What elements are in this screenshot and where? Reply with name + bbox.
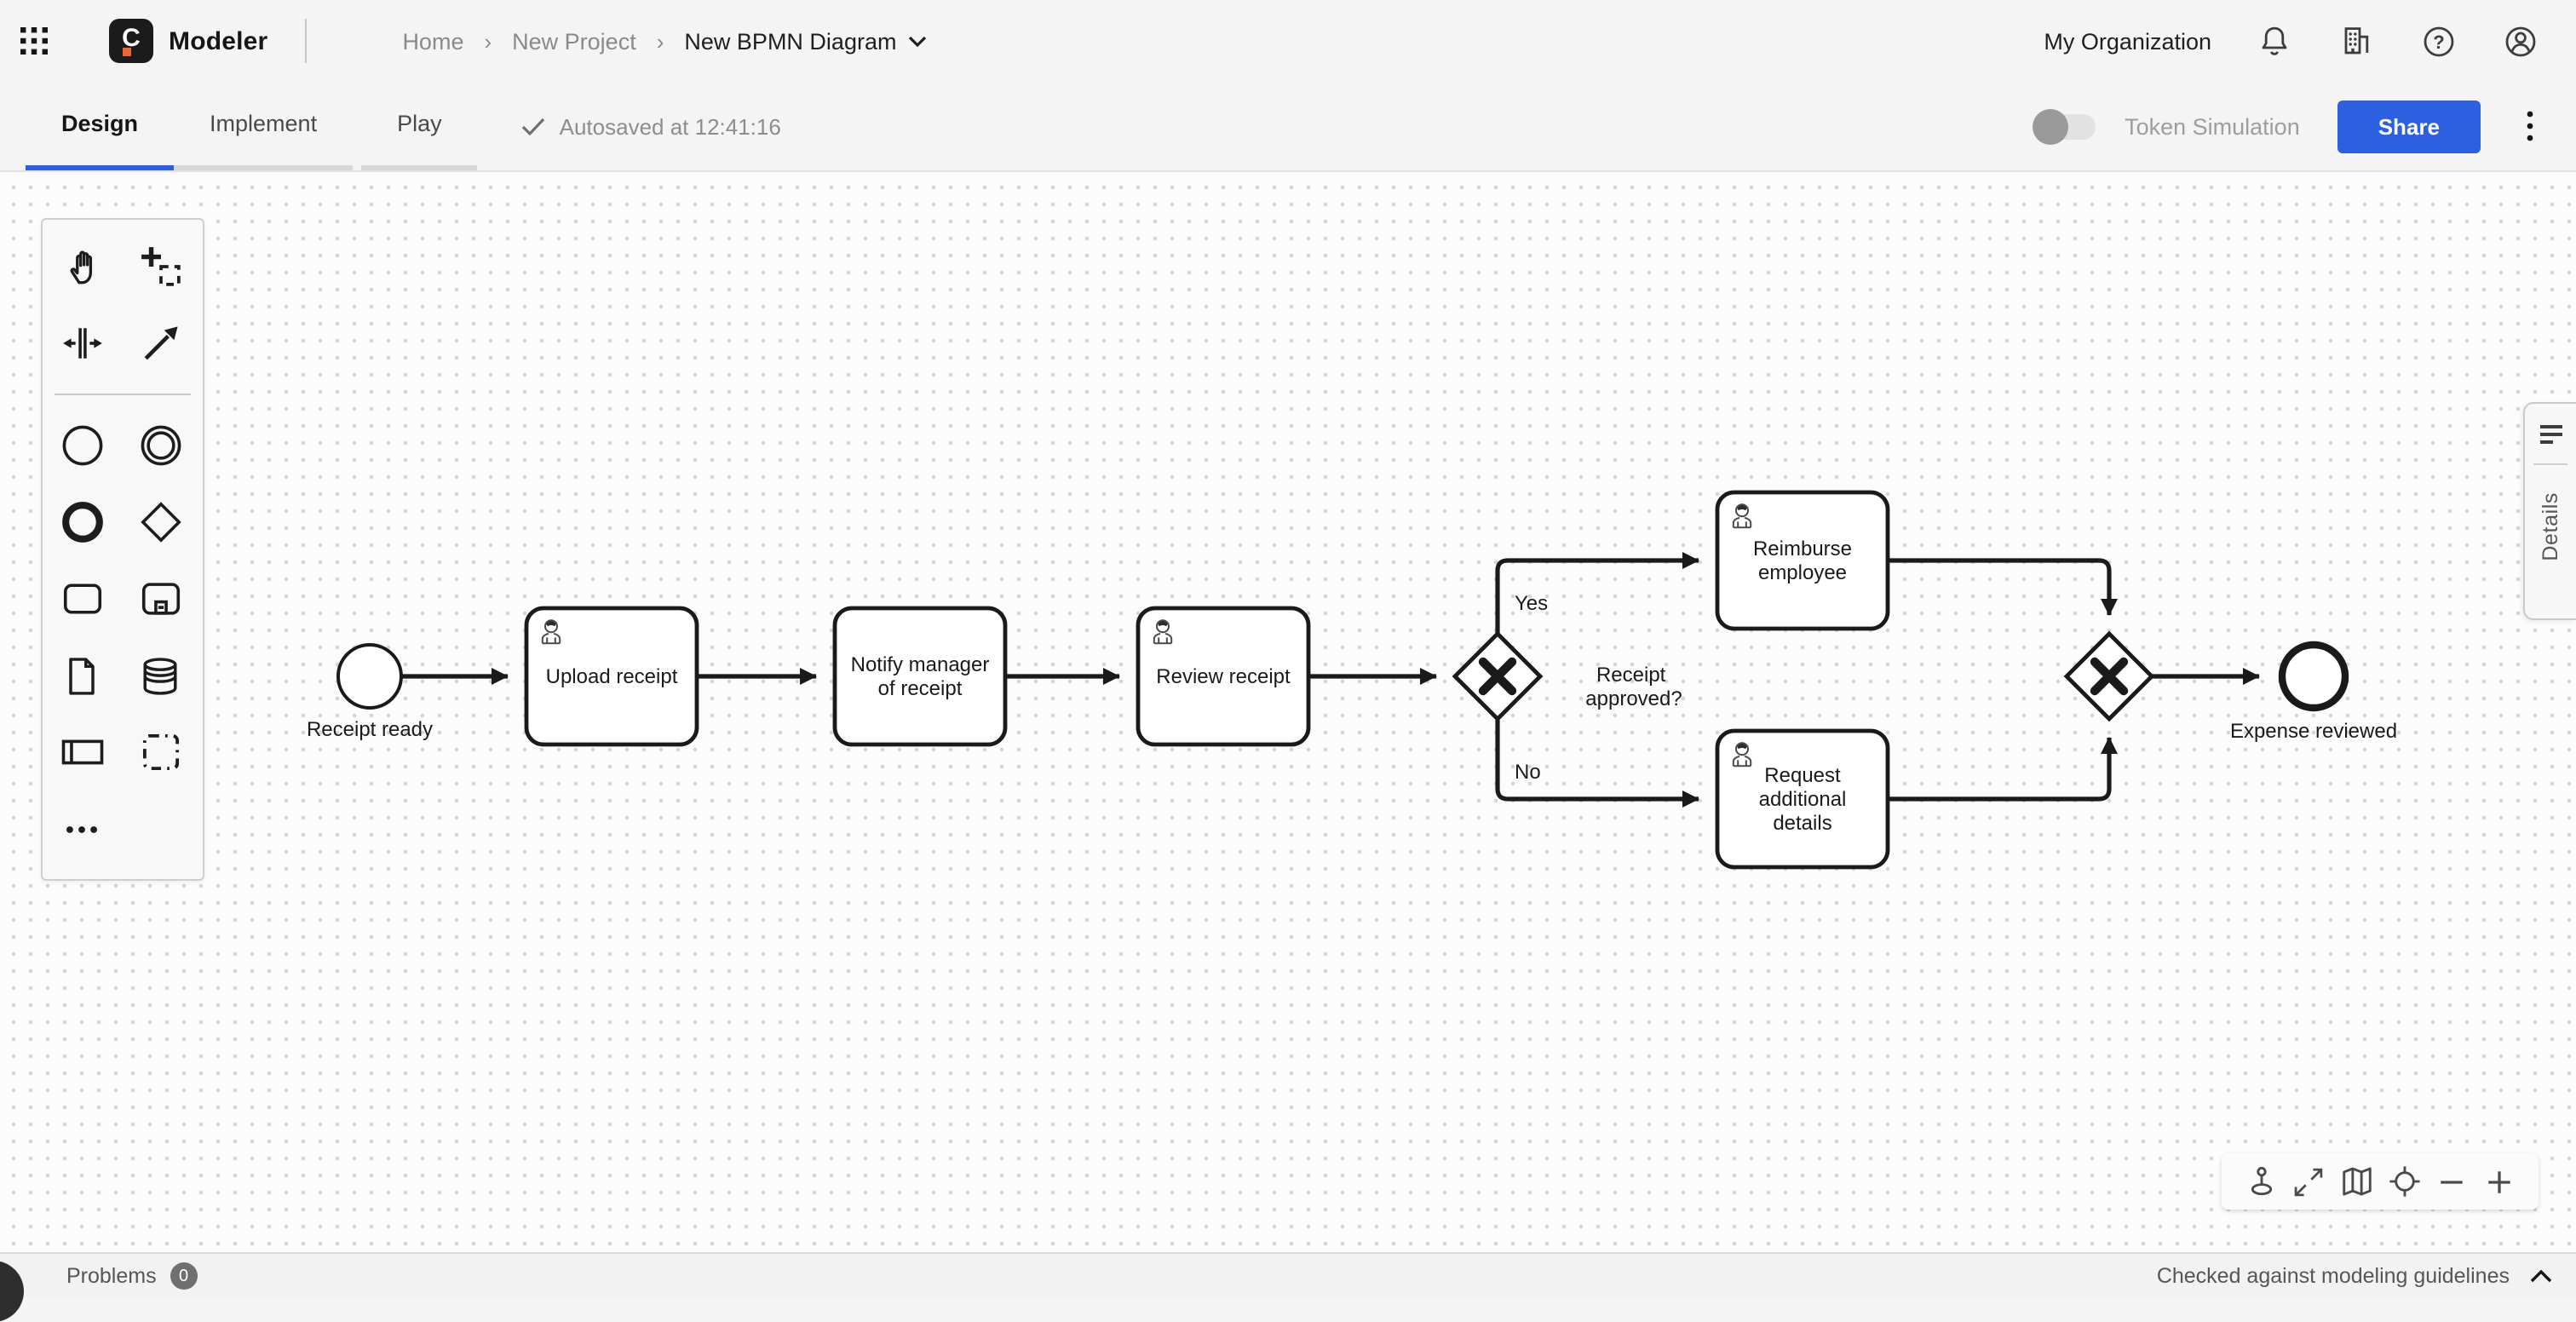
- gateway-merge[interactable]: [2063, 630, 2155, 722]
- start-event-label: Receipt ready: [307, 718, 433, 741]
- guidelines-label: Checked against modeling guidelines: [2156, 1264, 2510, 1288]
- header-right: My Organization ?: [2044, 22, 2576, 60]
- header-left: C Modeler Home › New Project › New BPMN …: [0, 0, 927, 82]
- building-icon[interactable]: [2337, 22, 2375, 60]
- problems-toggle[interactable]: Problems 0: [66, 1262, 198, 1290]
- user-task-icon: [1153, 619, 1173, 645]
- product-name: Modeler: [169, 26, 268, 55]
- svg-text:Upload receipt: Upload receipt: [546, 665, 678, 688]
- svg-text:details: details: [1773, 812, 1831, 835]
- tab-design[interactable]: Design: [26, 82, 175, 170]
- fit-viewport-icon[interactable]: [2285, 1158, 2332, 1205]
- help-icon[interactable]: ?: [2419, 22, 2457, 60]
- create-task-icon[interactable]: [46, 562, 118, 635]
- breadcrumb-home[interactable]: Home: [402, 28, 464, 54]
- create-start-event-icon[interactable]: [46, 409, 118, 482]
- space-tool-icon[interactable]: [46, 307, 118, 380]
- flow-no[interactable]: [1495, 719, 1699, 808]
- yes-flow-label: Yes: [1515, 592, 1548, 615]
- user-task-icon: [1732, 503, 1752, 529]
- user-task-icon: [1732, 742, 1752, 767]
- svg-text:of receipt: of receipt: [878, 677, 963, 700]
- tab-implement[interactable]: Implement: [174, 82, 354, 170]
- details-label: Details: [2539, 492, 2562, 561]
- task-upload-receipt[interactable]: Upload receipt: [524, 606, 699, 747]
- properties-icon: [2539, 425, 2562, 444]
- element-palette: [41, 218, 204, 881]
- organization-name[interactable]: My Organization: [2044, 28, 2211, 54]
- cutoff-floating-button[interactable]: [0, 1261, 24, 1322]
- end-event[interactable]: [2278, 641, 2349, 712]
- end-event-label: Expense reviewed: [2230, 720, 2397, 743]
- task-reimburse-employee[interactable]: Reimburse employee: [1715, 490, 1890, 631]
- breadcrumb-diagram[interactable]: New BPMN Diagram: [684, 28, 927, 54]
- header-divider: [305, 19, 308, 63]
- bell-icon[interactable]: [2256, 22, 2293, 60]
- bpmn-diagram: Receipt ready Upload receipt Notify mana…: [307, 490, 2397, 870]
- reset-origin-icon[interactable]: [2380, 1158, 2428, 1205]
- token-simulation-toggle[interactable]: [2033, 108, 2096, 144]
- breadcrumb-project[interactable]: New Project: [512, 28, 636, 54]
- create-subprocess-icon[interactable]: [124, 562, 196, 635]
- camunda-logo[interactable]: C: [109, 19, 153, 63]
- lasso-tool-icon[interactable]: [124, 230, 196, 303]
- mode-toolbar: Design Implement Play Autosaved at 12:41…: [0, 82, 2576, 172]
- pan-mode-icon[interactable]: [2237, 1158, 2285, 1205]
- svg-text:Request: Request: [1764, 764, 1841, 787]
- user-task-icon: [541, 619, 561, 645]
- guidelines-status: Checked against modeling guidelines: [2157, 1264, 2552, 1288]
- task-notify-manager[interactable]: Notify manager of receipt: [832, 606, 1008, 747]
- bpmn-canvas[interactable]: Receipt ready Upload receipt Notify mana…: [0, 172, 2576, 1254]
- connect-tool-icon[interactable]: [124, 307, 196, 380]
- svg-text:?: ?: [2432, 31, 2443, 52]
- svg-text:additional: additional: [1759, 788, 1847, 811]
- flow-reimburse-to-merge[interactable]: [1888, 558, 2118, 616]
- share-button[interactable]: Share: [2337, 100, 2481, 152]
- flow-request-to-merge[interactable]: [1888, 737, 2118, 802]
- zoom-in-icon[interactable]: [2475, 1158, 2523, 1205]
- create-group-icon[interactable]: [124, 716, 196, 789]
- details-panel-tab[interactable]: Details: [2523, 402, 2576, 620]
- palette-divider: [55, 394, 191, 395]
- hand-tool-icon[interactable]: [46, 230, 118, 303]
- app-header: C Modeler Home › New Project › New BPMN …: [0, 0, 2576, 82]
- autosave-status: Autosaved at 12:41:16: [522, 82, 781, 170]
- app-switcher-icon[interactable]: [0, 0, 68, 82]
- token-simulation-label: Token Simulation: [2125, 113, 2300, 139]
- checkmark-icon: [522, 117, 545, 135]
- start-event[interactable]: [336, 643, 403, 710]
- overflow-menu-icon[interactable]: [2508, 101, 2552, 152]
- chevron-up-icon[interactable]: [2530, 1269, 2552, 1283]
- account-icon[interactable]: [2501, 22, 2539, 60]
- svg-text:Review receipt: Review receipt: [1156, 665, 1291, 688]
- flow-yes[interactable]: [1495, 552, 1699, 634]
- create-data-store-icon[interactable]: [124, 639, 196, 712]
- create-gateway-icon[interactable]: [124, 486, 196, 559]
- svg-text:Reimburse: Reimburse: [1753, 537, 1852, 560]
- svg-text:employee: employee: [1758, 561, 1847, 584]
- breadcrumb: Home › New Project › New BPMN Diagram: [402, 28, 927, 54]
- problems-label: Problems: [66, 1264, 157, 1288]
- svg-text:Notify manager: Notify manager: [851, 653, 990, 676]
- status-bar: Problems 0 Checked against modeling guid…: [0, 1252, 2576, 1322]
- gateway-question-label: Receipt approved?: [1585, 664, 1682, 710]
- mode-tabs: Design Implement Play: [26, 82, 478, 170]
- task-request-additional-details[interactable]: Request additional details: [1715, 728, 1890, 870]
- gateway-receipt-approved[interactable]: [1452, 630, 1544, 722]
- create-end-event-icon[interactable]: [46, 486, 118, 559]
- create-data-object-icon[interactable]: [46, 639, 118, 712]
- create-intermediate-event-icon[interactable]: [124, 409, 196, 482]
- grid-dots-icon: [20, 27, 48, 55]
- problems-count-badge: 0: [170, 1262, 198, 1290]
- chevron-down-icon: [909, 35, 927, 47]
- canvas-controls: [2222, 1153, 2539, 1210]
- task-review-receipt[interactable]: Review receipt: [1136, 606, 1311, 747]
- zoom-out-icon[interactable]: [2428, 1158, 2475, 1205]
- minimap-icon[interactable]: [2332, 1158, 2380, 1205]
- toolbar-right: Token Simulation Share: [2033, 82, 2576, 170]
- tab-play[interactable]: Play: [361, 82, 478, 170]
- no-flow-label: No: [1515, 761, 1541, 784]
- create-participant-icon[interactable]: [46, 716, 118, 789]
- more-tools-icon[interactable]: [46, 792, 118, 865]
